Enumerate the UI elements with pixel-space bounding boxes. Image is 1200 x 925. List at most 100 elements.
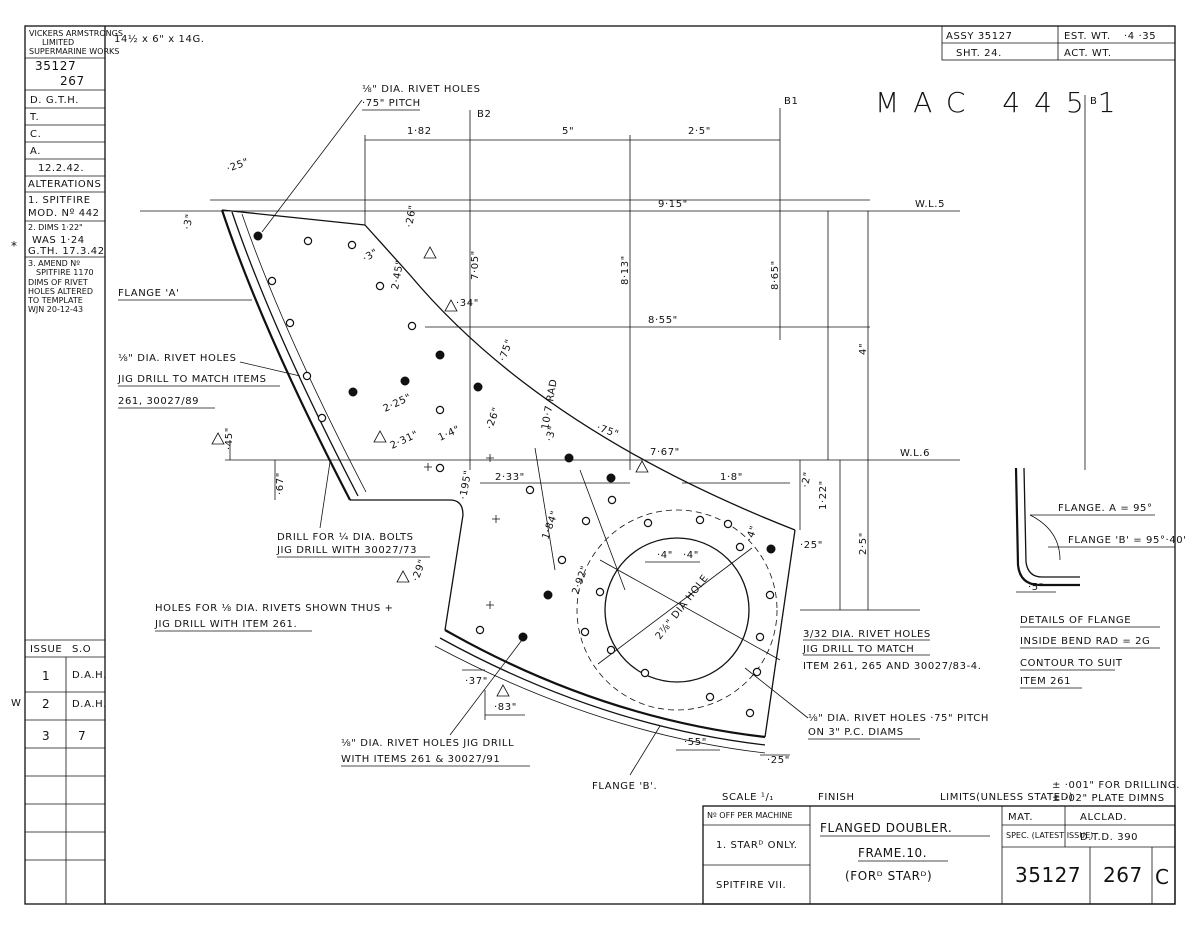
dim-7-67: 7·67" <box>650 447 680 458</box>
est-wt-label: EST. WT. <box>1064 31 1111 42</box>
drawing-assy-no: 35127 <box>1015 863 1081 887</box>
part-title-line-1: FLANGED DOUBLER. <box>820 821 952 835</box>
dim-75-left: ·75" <box>497 338 515 363</box>
dim-26-mid: ·26" <box>484 406 502 431</box>
drawing-item-no: 267 <box>1103 863 1143 887</box>
alteration-5: G.TH. 17.3.42 <box>28 246 105 257</box>
part-title-line-2: FRAME.10. <box>858 846 927 860</box>
tolerance-plate: ± ·02" PLATE DIMNS <box>1052 793 1165 804</box>
dim-3-inner: ·3" <box>361 247 380 265</box>
company-line-2: LIMITED <box>42 38 74 47</box>
tolerance-drilling: ± ·001" FOR DRILLING. <box>1052 780 1180 791</box>
rivet-hole <box>525 485 535 495</box>
margin-mark: W <box>11 698 22 709</box>
ref-b2: B2 <box>477 109 491 120</box>
alteration-3: 2. DIMS 1·22" <box>28 223 83 232</box>
rivet-holes <box>253 231 776 718</box>
rivet-hole <box>400 376 410 386</box>
alteration-7: SPITFIRE 1170 <box>36 268 94 277</box>
rivet-bottom-label-2: WITH ITEMS 261 & 30027/91 <box>341 754 500 765</box>
holes-label-1: HOLES FOR ⅛ DIA. RIVETS SHOWN THUS + <box>155 603 394 614</box>
dim-8-55: 8·55" <box>648 315 678 326</box>
alteration-8: DIMS OF RIVET <box>28 278 88 287</box>
issue-2: 2 <box>42 697 50 711</box>
dim-8-65: 8·65" <box>770 260 781 290</box>
dim-4: 4" <box>858 343 869 355</box>
ref-b1: B1 <box>784 96 798 107</box>
rivet-hole <box>564 453 574 463</box>
alteration-10: TO TEMPLATE <box>27 296 83 305</box>
rivet-hole <box>518 632 528 642</box>
dim-3-left: ·3" <box>182 213 196 231</box>
dim-2-31: 2·31" <box>389 429 421 452</box>
dim-2-25: 2·25" <box>382 392 414 415</box>
rivet-hole <box>473 382 483 392</box>
company-line-1: VICKERS ARMSTRONGS <box>29 29 123 38</box>
finish: FINISH <box>818 792 855 803</box>
dim-67: ·67" <box>275 472 286 495</box>
revision-markers <box>211 246 649 697</box>
revision-star: * <box>11 239 18 253</box>
rivet-hole <box>723 519 733 529</box>
dim-1-4: 1·4" <box>437 424 462 444</box>
rivet-right-label-2: JIG DRILL TO MATCH <box>802 644 914 655</box>
rivet-hole <box>253 231 263 241</box>
top-right-block: ASSY 35127 SHT. 24. EST. WT. ·4 ·35 ACT.… <box>941 25 1176 61</box>
rivet-hole <box>606 473 616 483</box>
dim-1-22: 1·22" <box>818 480 829 510</box>
dim-2-5: 2·5" <box>688 126 711 137</box>
rivet-hole <box>475 625 485 635</box>
rivet-hole <box>705 692 715 702</box>
left-item-no: 267 <box>60 74 85 88</box>
drill-label-1: DRILL FOR ¼ DIA. BOLTS <box>277 531 414 543</box>
dim-2-5-right: 2·5" <box>858 532 869 555</box>
rivet-hole <box>375 281 385 291</box>
dim-9-15: 9·15" <box>658 199 688 210</box>
rivet-pcd-label-1: ⅛" DIA. RIVET HOLES ·75" PITCH <box>808 713 989 724</box>
details-line-3: CONTOUR TO SUIT <box>1020 658 1123 669</box>
rivet-hole <box>695 515 705 525</box>
rivet-hole <box>285 318 295 328</box>
issue-3-so: 7 <box>78 729 86 743</box>
no-off-value: 1. STARᴰ ONLY. <box>716 840 797 851</box>
traced-by: T. <box>29 112 39 123</box>
drawing-border <box>24 25 1176 905</box>
rivet-hole <box>745 708 755 718</box>
rivet-hole <box>348 387 358 397</box>
rivet-hole <box>595 587 605 597</box>
ref-wl6: W.L.6 <box>900 448 930 459</box>
dim-2-45: 2·45" <box>390 259 406 290</box>
datum-lines: B2 B1 B W.L.5 W.L.6 <box>140 95 1097 470</box>
alteration-4: WAS 1·24 <box>32 235 85 246</box>
rivet-hole <box>317 413 327 423</box>
rivet-hole <box>435 405 445 415</box>
dim-4-b: ·4" <box>683 550 699 561</box>
details-line-2: INSIDE BEND RAD = 2G <box>1020 636 1150 647</box>
dim-1-8: 1·8" <box>720 472 743 483</box>
flange-a-angle: FLANGE. A = 95° <box>1058 503 1153 514</box>
no-off-header: Nº OFF PER MACHINE <box>707 811 793 820</box>
dim-25-top: ·25" <box>225 157 250 175</box>
part-title-line-3: (FORᴰ STARᴰ) <box>845 869 932 883</box>
dim-1-84: 1·84" <box>540 509 561 541</box>
material-value: ALCLAD. <box>1080 812 1127 823</box>
spec-value: D.T.D. 390 <box>1080 832 1138 843</box>
drawing-date: 12.2.42. <box>38 163 84 174</box>
callouts: ⅛" DIA. RIVET HOLES ·75" PITCH FLANGE 'A… <box>117 84 989 792</box>
rivet-hole <box>302 371 312 381</box>
dim-75-mid: ·75" <box>595 422 620 440</box>
approved-by: A. <box>30 146 41 157</box>
dim-2: ·2" <box>800 471 814 489</box>
material-size: 14½ x 6" x 14G. <box>114 33 205 45</box>
rivet-hole <box>543 590 553 600</box>
drawing-issue: C <box>1155 865 1169 889</box>
act-wt-label: ACT. WT. <box>1064 48 1112 59</box>
rivet-hole <box>607 495 617 505</box>
dimension-lines <box>210 135 920 756</box>
bottom-title-block: SCALE ¹/₁ FINISH LIMITS(UNLESS STATED) ±… <box>702 780 1180 905</box>
scale: SCALE ¹/₁ <box>722 792 774 803</box>
cross-rivet-mark <box>424 463 432 471</box>
alteration-6: 3. AMEND Nº <box>28 259 80 268</box>
aircraft-type: SPITFIRE VII. <box>716 880 786 891</box>
